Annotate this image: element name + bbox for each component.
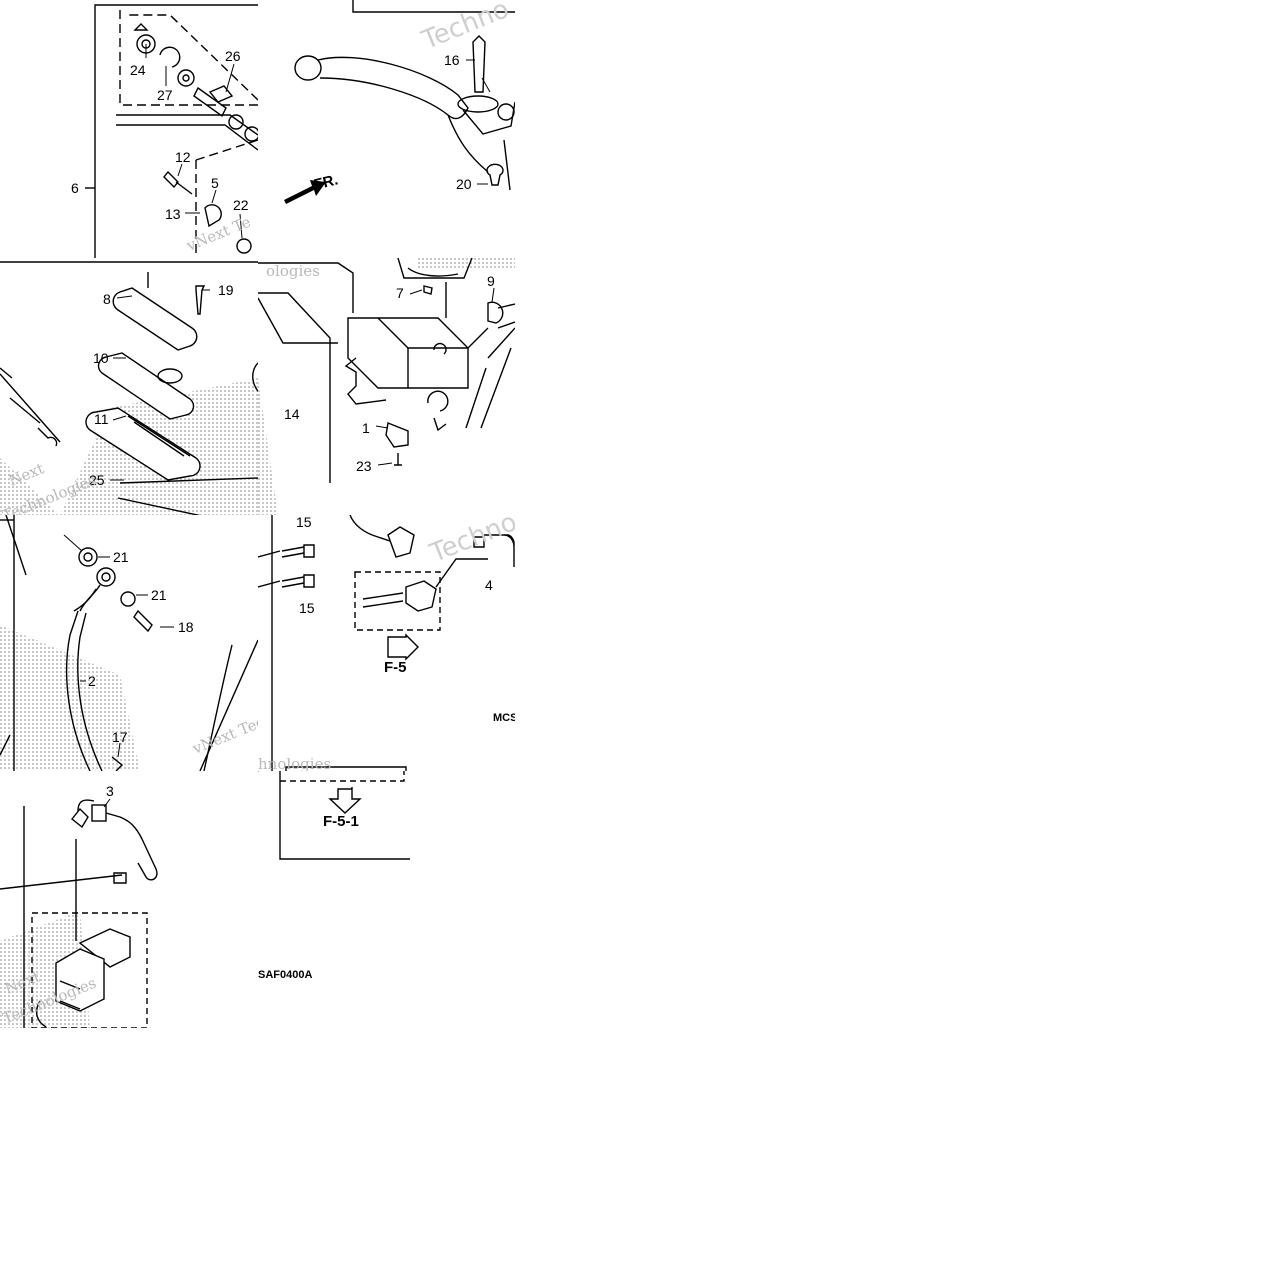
tile-middle-right: 7 9 14 1 23 ologies <box>258 258 515 515</box>
callout-16: 16 <box>444 52 460 68</box>
watermark: ologies <box>266 262 320 280</box>
callout-10: 10 <box>93 350 109 366</box>
ref-f5-1: F-5-1 <box>323 813 359 830</box>
watermark: hnologies <box>258 755 332 771</box>
tile-top-right-art <box>284 0 515 204</box>
callout-9: 9 <box>487 273 495 289</box>
tile-middle-left-art <box>0 261 258 515</box>
callout-4: 4 <box>485 577 493 593</box>
diagram-code-mcs: MCS <box>493 712 515 724</box>
callout-22: 22 <box>233 197 249 213</box>
callout-24: 24 <box>130 62 146 78</box>
callout-17: 17 <box>112 729 128 745</box>
callout-2: 2 <box>88 673 96 689</box>
callout-25: 25 <box>89 472 105 488</box>
callout-27: 27 <box>157 87 173 103</box>
callout-20: 20 <box>456 176 472 192</box>
tile-middle-left: 8 19 10 11 25 Next Technologies <box>0 258 258 515</box>
callout-5: 5 <box>211 175 219 191</box>
tile-lower-right: 15 15 4 F-5 MCS Techno hnologies <box>258 515 515 771</box>
callout-15: 15 <box>296 515 312 530</box>
tile-lower-left: 21 21 18 2 17 vNext Tec Techno <box>0 515 258 771</box>
tile-top-right: 16 20 FR. Techno <box>258 0 515 258</box>
callout-1: 1 <box>362 420 370 436</box>
callout-21: 21 <box>151 587 167 603</box>
tile-lower-right-art <box>258 515 515 771</box>
callout-15: 15 <box>299 600 315 616</box>
callout-6: 6 <box>71 180 79 196</box>
callout-11: 11 <box>94 411 109 427</box>
callout-7: 7 <box>396 285 404 301</box>
callout-19: 19 <box>218 282 234 298</box>
diagram-code-saf: SAF0400A <box>258 969 313 981</box>
callout-23: 23 <box>356 458 372 474</box>
tile-lower-left-art <box>0 515 258 771</box>
tile-bottom-left: 3 Next Technologies <box>0 771 258 1028</box>
callout-18: 18 <box>178 619 194 635</box>
callout-13: 13 <box>165 206 181 222</box>
ref-f5: F-5 <box>384 659 407 676</box>
callout-8: 8 <box>103 291 111 307</box>
callout-26: 26 <box>225 48 241 64</box>
callout-14: 14 <box>284 406 300 422</box>
tile-middle-right-art <box>258 258 515 515</box>
tile-bottom-left-art <box>0 798 158 1028</box>
tile-top-left: 24 27 26 12 6 5 13 22 vNext Te <box>0 0 258 258</box>
callout-12: 12 <box>175 149 191 165</box>
callout-3: 3 <box>106 783 114 799</box>
tile-top-left-art <box>85 4 258 258</box>
callout-21: 21 <box>113 549 129 565</box>
tile-bottom-right: F-5-1 SAF0400A <box>258 771 410 1028</box>
tile-bottom-right-art <box>258 771 410 860</box>
